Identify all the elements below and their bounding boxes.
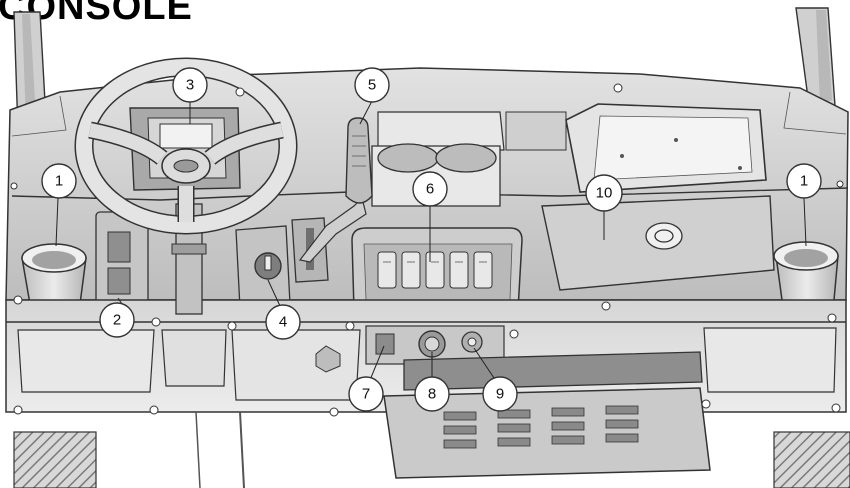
svg-text:10: 10 xyxy=(596,185,613,202)
callout-5: 5 xyxy=(354,67,390,103)
svg-text:7: 7 xyxy=(362,386,370,403)
callout-10: 10 xyxy=(585,174,623,212)
storage-slot xyxy=(403,351,703,391)
ignition-panel xyxy=(235,225,291,309)
callout-4: 4 xyxy=(265,304,301,340)
svg-text:1: 1 xyxy=(55,173,63,190)
callout-6: 6 xyxy=(412,171,448,207)
floor-grille-left xyxy=(13,431,97,488)
callout-2: 2 xyxy=(99,302,135,338)
steering-wheel xyxy=(74,57,298,235)
dash-bolts xyxy=(10,83,844,417)
callout-1-left: 1 xyxy=(41,163,77,199)
callout-3: 3 xyxy=(172,67,208,103)
gear-shift-lever xyxy=(298,117,373,263)
floor-grille-right xyxy=(773,431,850,488)
glove-box xyxy=(565,103,767,193)
svg-text:1: 1 xyxy=(800,173,808,190)
callout-1-right: 1 xyxy=(786,163,822,199)
svg-text:8: 8 xyxy=(428,386,436,403)
svg-text:6: 6 xyxy=(426,181,434,198)
callout-7: 7 xyxy=(348,376,384,412)
svg-text:4: 4 xyxy=(279,314,287,331)
svg-text:2: 2 xyxy=(113,312,121,329)
glove-box-latch-panel xyxy=(541,195,775,291)
cup-holder-right xyxy=(773,241,839,308)
svg-text:3: 3 xyxy=(186,77,194,94)
instrument-cluster xyxy=(129,107,241,191)
svg-text:5: 5 xyxy=(368,77,376,94)
center-switch-panel xyxy=(351,227,523,323)
rops-post-right xyxy=(795,7,837,129)
left-switch-panel xyxy=(95,211,149,305)
callout-9: 9 xyxy=(482,376,518,412)
center-lower-console xyxy=(383,387,711,479)
callout-8: 8 xyxy=(414,376,450,412)
svg-text:9: 9 xyxy=(496,386,504,403)
dash-top-cover xyxy=(377,111,567,151)
